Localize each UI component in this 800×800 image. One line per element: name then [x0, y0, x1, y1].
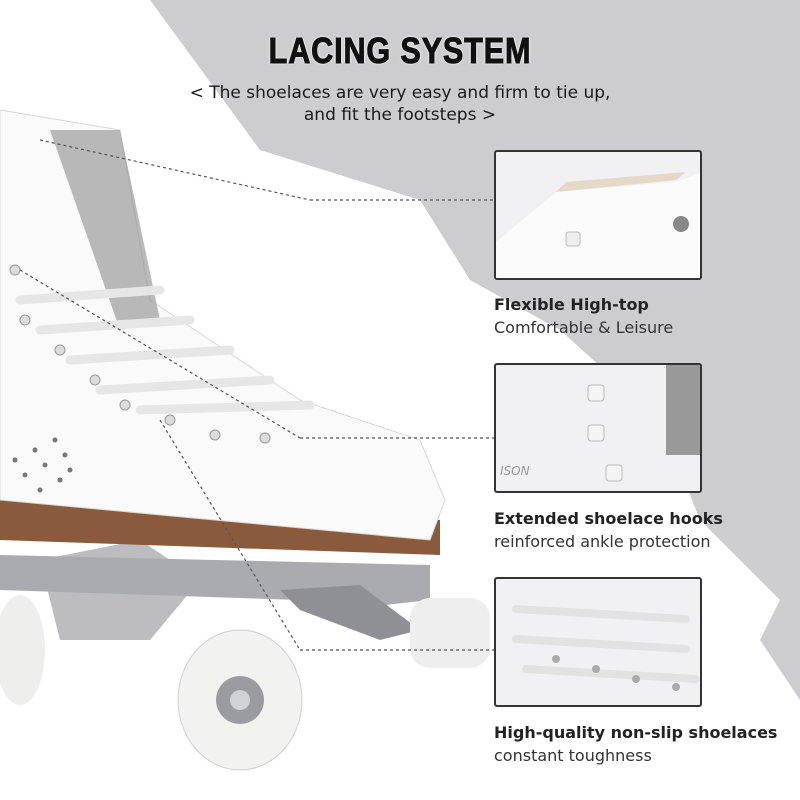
feature-title: Flexible High-top — [494, 295, 649, 314]
feature-caption-1: Flexible High-top Comfortable & Leisure — [494, 294, 794, 340]
feature-caption-2: Extended shoelace hooks reinforced ankle… — [494, 508, 794, 554]
svg-text:ISON: ISON — [500, 464, 530, 478]
feature-image-hooks: ISON — [494, 363, 702, 493]
subtitle-line-1: < The shoelaces are very easy and firm t… — [189, 83, 611, 103]
feature-image-high-top — [494, 150, 702, 280]
feature-title: High-quality non-slip shoelaces — [494, 723, 778, 742]
subtitle-line-2: and fit the footsteps > — [303, 105, 497, 125]
page-title: LACING SYSTEM — [268, 30, 532, 72]
feature-caption-3: High-quality non-slip shoelaces constant… — [494, 722, 794, 768]
feature-subtitle: Comfortable & Leisure — [494, 318, 674, 337]
page-subtitle: < The shoelaces are very easy and firm t… — [140, 82, 660, 126]
feature-subtitle: reinforced ankle protection — [494, 532, 711, 551]
feature-subtitle: constant toughness — [494, 746, 652, 765]
feature-image-shoelaces — [494, 577, 702, 707]
feature-title: Extended shoelace hooks — [494, 509, 723, 528]
